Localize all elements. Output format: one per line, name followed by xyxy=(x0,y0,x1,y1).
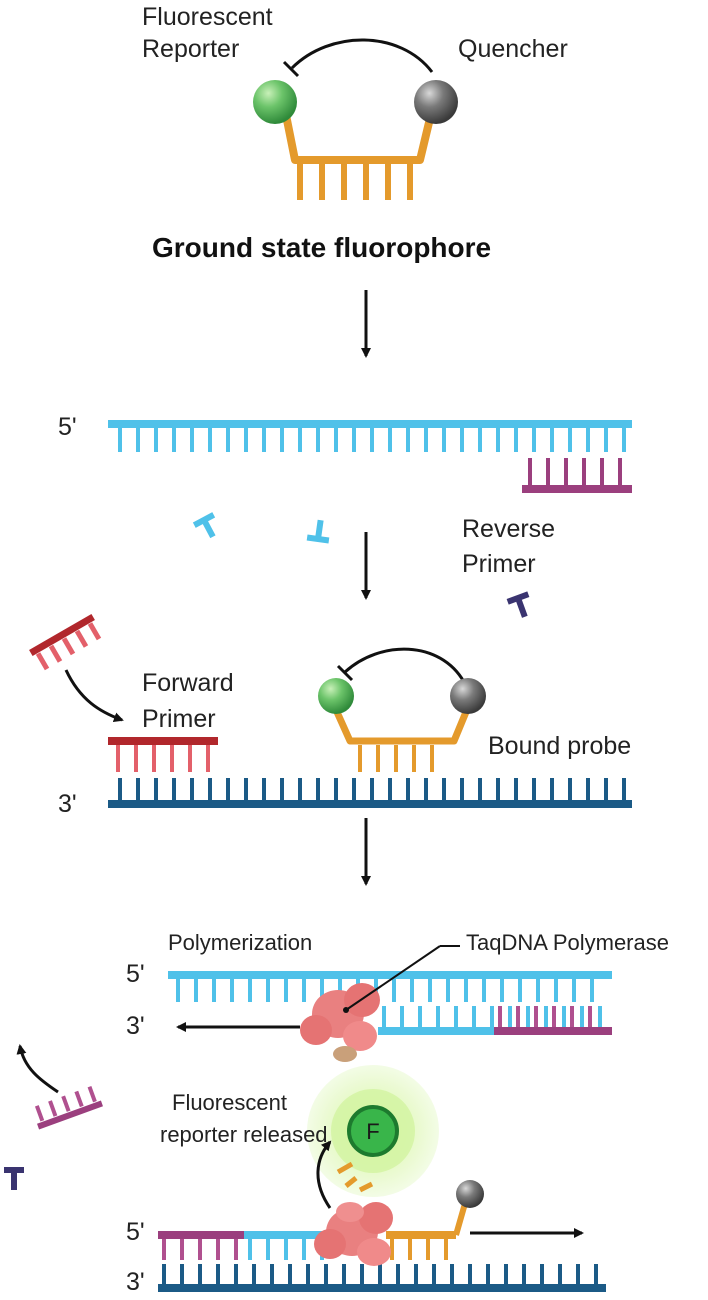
five-prime-label-1: 5' xyxy=(58,413,77,441)
lower-duplex xyxy=(158,1180,606,1292)
quencher-sphere xyxy=(414,80,458,124)
fluorescent-label-line1: Fluorescent xyxy=(142,3,273,31)
bound-probe-quench-bar xyxy=(336,664,354,682)
quench-bar xyxy=(282,60,300,78)
fluorophore-letter: F xyxy=(366,1119,379,1144)
free-forward-primer-base xyxy=(74,629,89,648)
free-primer-fragment-2 xyxy=(306,519,330,544)
taq-polymerase-label: TaqDNA Polymerase xyxy=(466,930,669,955)
primer-label-line2: Primer xyxy=(462,550,536,578)
taq-polymerase-upper xyxy=(300,983,380,1062)
free-reverse-primer xyxy=(506,591,530,618)
template-bases xyxy=(118,428,626,485)
five-prime-label-3: 5' xyxy=(126,1218,145,1246)
bound-probe-label: Bound probe xyxy=(488,732,631,760)
probe-bases xyxy=(297,164,413,200)
displaced-primer-base xyxy=(74,1090,84,1108)
probe-backbone xyxy=(281,109,436,164)
displaced-primer-base xyxy=(61,1095,71,1112)
taq-polymerase-pointer xyxy=(345,945,441,1011)
bound-probe-arc xyxy=(343,647,466,683)
bound-probe-backbone xyxy=(333,710,470,745)
free-forward-primer-base xyxy=(61,637,76,656)
displaced-primer-base xyxy=(48,1100,58,1117)
free-forward-primer-base xyxy=(35,652,50,671)
free-forward-primer-base xyxy=(48,644,63,663)
lower-quencher-sphere xyxy=(456,1180,484,1208)
quench-arc xyxy=(290,38,434,73)
displaced-primer-base xyxy=(34,1105,45,1122)
displaced-primer-fragment xyxy=(34,1085,103,1130)
ground-state-probe xyxy=(253,38,458,200)
free-forward-primer xyxy=(29,613,102,671)
quencher-label: Quencher xyxy=(458,35,568,63)
reverse-label-line1: Reverse xyxy=(462,515,555,543)
bound-quencher-sphere xyxy=(450,678,486,714)
template-strand-section2 xyxy=(108,420,632,493)
free-primer-fragment-1 xyxy=(192,512,216,539)
forward-primer-curve-arrow xyxy=(64,669,124,722)
three-prime-label-1: 3' xyxy=(58,790,77,818)
forward-primer-label-line2: Primer xyxy=(142,705,216,733)
diagram-title: Ground state fluorophore xyxy=(152,232,491,263)
five-prime-label-2: 5' xyxy=(126,960,145,988)
template-strand-section3 xyxy=(108,737,632,808)
fluorescent-reporter-sphere xyxy=(253,80,297,124)
bound-reporter-sphere xyxy=(318,678,354,714)
bound-probe xyxy=(318,647,486,772)
displaced-primer-base xyxy=(87,1085,97,1103)
template-strand-section4 xyxy=(168,971,612,1035)
release-curve-arrow xyxy=(316,1140,332,1209)
reporter-label-line2: Reporter xyxy=(142,35,239,63)
reporter-released-line2: reporter released xyxy=(160,1122,328,1147)
three-prime-label-3: 3' xyxy=(126,1268,145,1296)
polymerization-label: Polymerization xyxy=(168,930,312,955)
reporter-released-line1: Fluorescent xyxy=(172,1090,287,1115)
taq-polymerase-lower xyxy=(314,1202,393,1266)
displaced-primer-arrow xyxy=(16,1044,59,1094)
cleaved-probe-fragments xyxy=(336,1161,374,1193)
free-primer-fragment-3 xyxy=(4,1167,24,1190)
three-prime-label-2: 3' xyxy=(126,1012,145,1040)
released-reporter-sphere xyxy=(347,1105,399,1157)
forward-label-line1: Forward xyxy=(142,669,234,697)
free-forward-primer-base xyxy=(87,622,102,641)
